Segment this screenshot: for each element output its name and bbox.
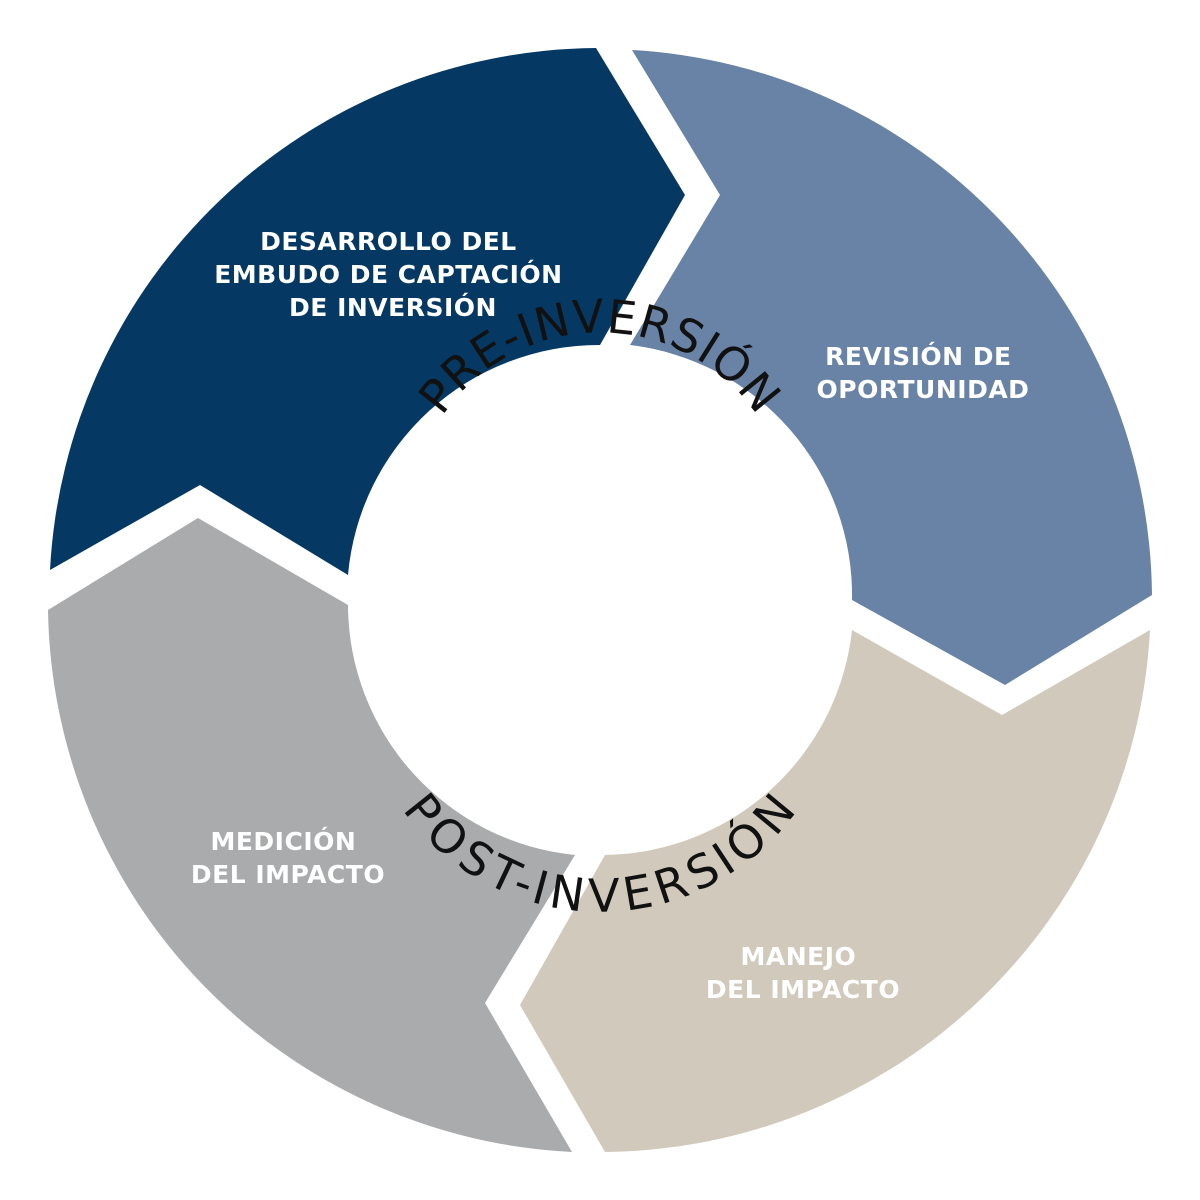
segment-manejo[interactable] bbox=[520, 630, 1150, 1152]
segment-revision[interactable] bbox=[630, 50, 1152, 685]
segment-medicion[interactable] bbox=[48, 518, 575, 1152]
label-medicion-line-2: DEL IMPACTO bbox=[191, 860, 385, 889]
label-desarrollo-line-2: EMBUDO DE CAPTACIÓN bbox=[214, 259, 562, 289]
label-desarrollo: DESARROLLO DEL EMBUDO DE CAPTACIÓN DE IN… bbox=[214, 227, 572, 322]
label-manejo: MANEJO DEL IMPACTO bbox=[706, 942, 900, 1004]
label-manejo-line-1: MANEJO bbox=[741, 942, 857, 971]
label-medicion-line-1: MEDICIÓN bbox=[210, 826, 356, 856]
segment-desarrollo[interactable] bbox=[50, 48, 685, 575]
label-revision-line-2: OPORTUNIDAD bbox=[817, 375, 1030, 404]
label-desarrollo-line-1: DESARROLLO DEL bbox=[260, 227, 517, 256]
label-revision: REVISIÓN DE OPORTUNIDAD bbox=[817, 341, 1030, 404]
label-manejo-line-2: DEL IMPACTO bbox=[706, 975, 900, 1004]
label-desarrollo-line-3: DE INVERSIÓN bbox=[289, 292, 497, 322]
center-hub bbox=[348, 348, 852, 852]
label-medicion: MEDICIÓN DEL IMPACTO bbox=[191, 826, 385, 889]
label-revision-line-1: REVISIÓN DE bbox=[825, 341, 1012, 371]
